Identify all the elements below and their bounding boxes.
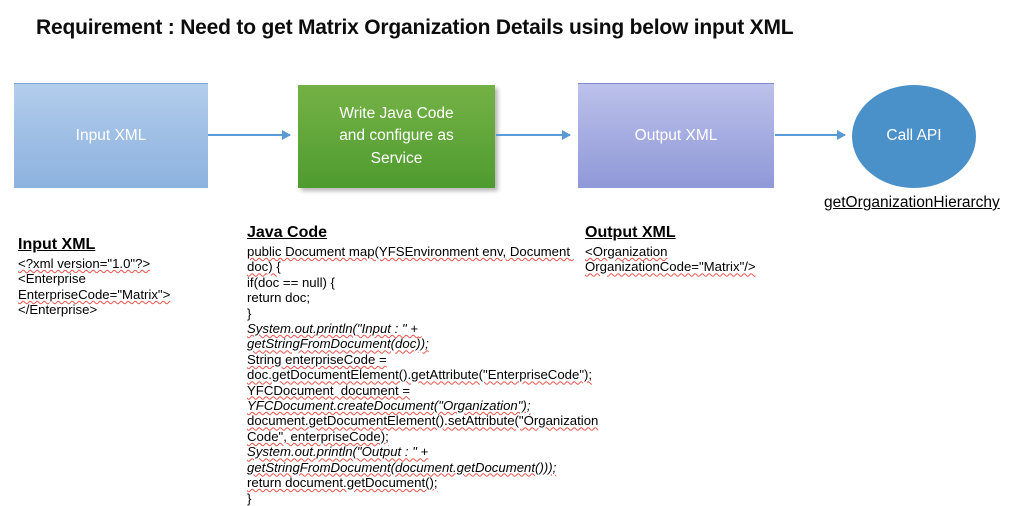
java-code-line: System.out.println("Output : " + xyxy=(247,444,429,460)
output-xml-line: OrganizationCode="Matrix"/> xyxy=(585,259,756,275)
java-code-heading: Java Code xyxy=(247,224,328,241)
java-code-line: document.getDocumentElement().setAttribu… xyxy=(247,413,599,429)
api-caption: getOrganizationHierarchy xyxy=(824,194,1000,211)
flow-node-input-xml-label: Input XML xyxy=(75,126,147,144)
java-code-line: return doc; xyxy=(247,290,311,306)
flow-arrow-output-to-api xyxy=(775,130,846,140)
java-code-line: String enterpriseCode = xyxy=(247,351,387,367)
flow-node-java-code[interactable]: Write Java Code and configure as Service xyxy=(298,85,495,188)
input-xml-line: <Enterprise xyxy=(18,271,86,287)
input-xml-line: EnterpriseCode="Matrix"> xyxy=(18,286,171,302)
java-code-line: } xyxy=(247,305,252,321)
flow-node-output-xml[interactable]: Output XML xyxy=(578,83,774,188)
java-code-line: Code", enterpriseCode); xyxy=(247,428,389,444)
java-code-line: System.out.println("Input : " + getStrin… xyxy=(247,321,429,352)
java-code-line: getStringFromDocument(document.getDocume… xyxy=(247,459,557,475)
input-xml-line: <?xml version="1.0"?> xyxy=(18,256,151,271)
flow-node-java-code-label: Write Java Code and configure as Service xyxy=(339,103,454,170)
java-code-line: } xyxy=(247,490,252,506)
input-xml-section: Input XML <?xml version="1.0"?> <Enterpr… xyxy=(18,236,243,318)
java-code-line: YFCDocument.createDocument("Organization… xyxy=(247,398,531,414)
input-xml-heading: Input XML xyxy=(18,236,96,253)
page-title: Requirement : Need to get Matrix Organiz… xyxy=(36,16,794,39)
input-xml-line: </Enterprise> xyxy=(18,302,98,318)
flow-node-call-api-label: Call API xyxy=(886,127,942,145)
java-code-line: doc.getDocumentElement().getAttribute("E… xyxy=(247,367,593,383)
java-code-section: Java Code public Document map(YFSEnviron… xyxy=(247,224,599,506)
flow-node-output-xml-label: Output XML xyxy=(634,126,718,144)
java-label-line-1: Write Java Code xyxy=(339,104,454,122)
flow-diagram: Input XML Write Java Code and configure … xyxy=(0,0,1024,220)
java-code-line: return document.getDocument(); xyxy=(247,475,438,491)
output-xml-section: Output XML <Organization OrganizationCod… xyxy=(585,224,825,275)
java-label-line-3: Service xyxy=(370,149,423,167)
flow-arrow-input-to-java xyxy=(208,130,291,140)
java-code-line: if(doc == null) { xyxy=(247,274,335,290)
java-code-line: public Document map(YFSEnvironment env, … xyxy=(247,244,574,275)
output-xml-line: <Organization xyxy=(585,244,668,259)
flow-node-call-api[interactable]: Call API xyxy=(852,85,976,188)
output-xml-heading: Output XML xyxy=(585,224,676,241)
java-label-line-2: and configure as xyxy=(339,127,454,145)
flow-node-input-xml[interactable]: Input XML xyxy=(14,83,208,188)
flow-arrow-java-to-output xyxy=(496,130,571,140)
java-code-line: YFCDocument document = xyxy=(247,382,411,398)
